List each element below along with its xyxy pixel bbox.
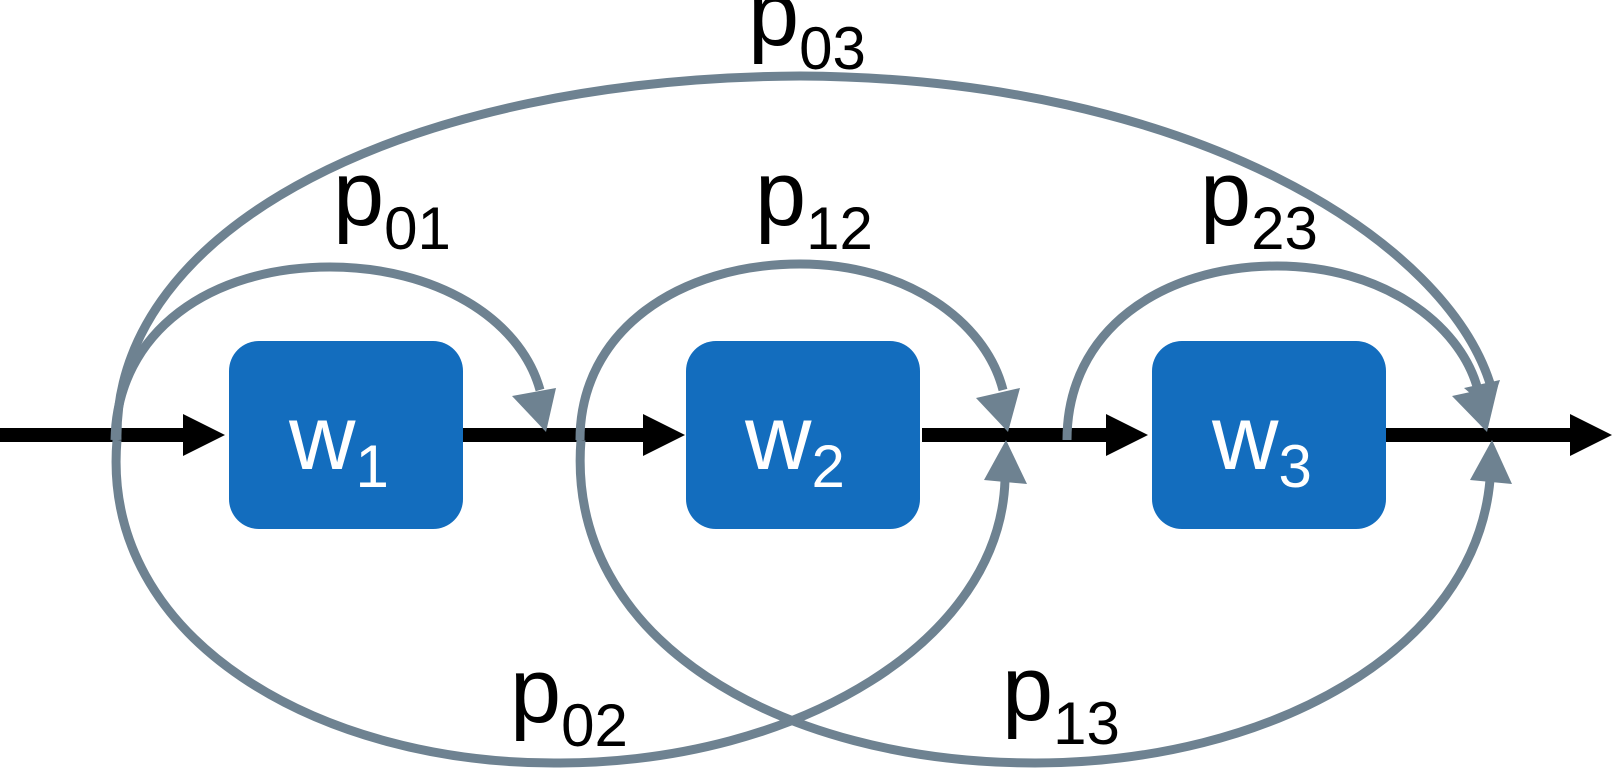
p13-arrowhead [1470, 440, 1512, 484]
main-flow-w2-w3-arrowhead [1106, 414, 1148, 456]
edge-label-p13-main: p [1002, 638, 1053, 740]
node-w3-label-sub: 3 [1278, 433, 1311, 500]
edge-label-p02-main: p [510, 640, 561, 742]
p23-arc [1062, 261, 1483, 441]
edge-label-p02: p02 [510, 640, 628, 759]
p12-arc [575, 259, 1008, 441]
edge-label-p13-sub: 13 [1053, 690, 1120, 757]
node-w2-box [686, 341, 920, 529]
node-w2-label-main: w [744, 387, 812, 489]
node-w1-label-main: w [288, 387, 356, 489]
node-w3-label: w3 [1211, 387, 1312, 500]
bypass-arcs [110, 71, 1497, 768]
main-flow-input-arrowhead [183, 414, 225, 456]
edge-label-p23-main: p [1200, 143, 1251, 245]
edge-label-p01-sub: 01 [384, 195, 451, 262]
main-flow-arrowheads [183, 414, 1612, 456]
node-w3: w3 [1152, 341, 1386, 529]
p12-arrowhead [976, 388, 1020, 432]
node-w2-label: w2 [744, 387, 845, 500]
p13-arc [575, 439, 1495, 768]
main-flow-w1-w2-arrowhead [643, 414, 685, 456]
p01-arc [110, 262, 545, 441]
edge-label-p03: p03 [748, 0, 866, 82]
p03-arc [112, 71, 1497, 441]
p02-arc [111, 439, 1010, 768]
main-flow-output-arrowhead [1570, 414, 1612, 456]
node-w1-box [229, 341, 463, 529]
edge-label-p01: p01 [333, 143, 451, 262]
p03-arrowhead [1464, 380, 1500, 410]
node-w3-box [1152, 341, 1386, 529]
edge-label-p03-main: p [748, 0, 799, 65]
node-w2-label-sub: 2 [811, 433, 844, 500]
p02-arrowhead [984, 440, 1027, 484]
node-w1-label: w1 [288, 387, 389, 500]
edge-label-p23-sub: 23 [1251, 195, 1318, 262]
edge-label-p13: p13 [1002, 638, 1120, 757]
edge-label-p02-sub: 02 [561, 692, 628, 759]
edge-label-p12-sub: 12 [806, 195, 873, 262]
node-w1: w1 [229, 341, 463, 529]
edge-label-p12-main: p [755, 143, 806, 245]
edge-label-p23: p23 [1200, 143, 1318, 262]
edge-label-p01-main: p [333, 143, 384, 245]
bypass-arrowheads [512, 380, 1512, 484]
edge-label-p03-sub: 03 [799, 15, 866, 82]
node-w1-label-sub: 1 [355, 433, 388, 500]
edge-label-p12: p12 [755, 143, 873, 262]
node-w3-label-main: w [1211, 387, 1279, 489]
p01-arrowhead [512, 388, 556, 432]
node-w2: w2 [686, 341, 920, 529]
